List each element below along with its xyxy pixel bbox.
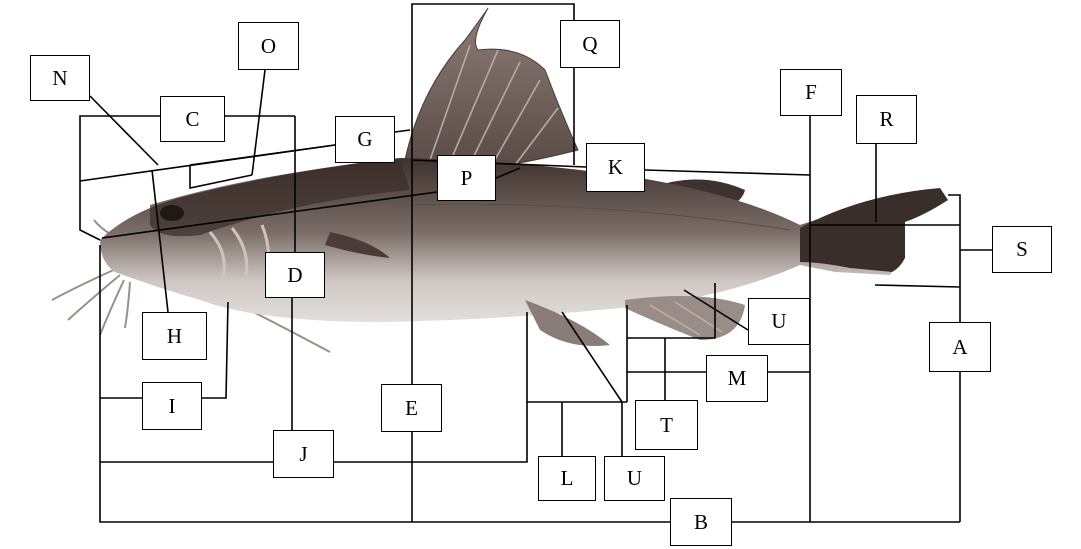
caudal-fin <box>800 188 948 272</box>
leader-lines <box>79 3 992 523</box>
label-g: G <box>335 116 395 163</box>
label-r: R <box>856 95 917 144</box>
label-a: A <box>929 322 991 372</box>
dorsal-fin <box>404 7 579 171</box>
label-q: Q <box>560 20 620 68</box>
label-s: S <box>992 226 1052 273</box>
label-l: L <box>538 456 596 501</box>
label-o: O <box>238 22 299 70</box>
label-t: T <box>635 400 698 450</box>
label-m: M <box>706 355 768 402</box>
label-i: I <box>142 382 202 430</box>
label-f: F <box>780 69 842 116</box>
anal-fin <box>625 296 745 340</box>
dorsal-fin-rays <box>429 44 559 166</box>
fish-eye <box>160 205 184 221</box>
label-c: C <box>160 96 225 142</box>
label-u-top: U <box>748 298 810 345</box>
label-d: D <box>265 252 325 298</box>
label-b: B <box>670 498 732 546</box>
fish-illustration <box>51 7 948 353</box>
label-j: J <box>273 430 334 478</box>
pectoral-fin <box>325 232 390 258</box>
label-e: E <box>381 384 442 432</box>
label-k: K <box>586 143 645 192</box>
label-p: P <box>437 155 496 201</box>
pelvic-fin <box>525 300 610 346</box>
label-u-bottom: U <box>604 456 665 501</box>
label-n: N <box>30 55 90 101</box>
label-h: H <box>142 312 207 360</box>
